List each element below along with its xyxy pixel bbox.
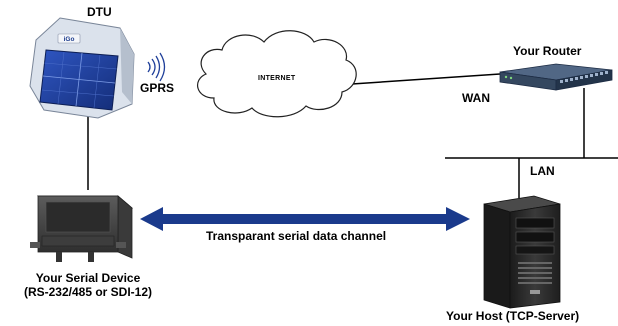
internet-to-router-line <box>351 73 501 85</box>
serial-device-label-line1: Your Serial Device <box>35 271 141 285</box>
dtu-label: DTU <box>87 5 112 19</box>
tower-pc-icon <box>483 195 561 309</box>
wireless-signal-icon <box>147 52 166 82</box>
router-switch-icon <box>499 63 613 91</box>
serial-device-label-line2: (RS-232/485 or SDI-12) <box>23 284 153 299</box>
cloud-icon <box>197 30 357 118</box>
transparent-serial-channel-arrow <box>140 207 470 231</box>
internet-label: INTERNET <box>258 75 296 82</box>
dtu-solar-unit-icon: iGo <box>29 17 135 119</box>
lan-label: LAN <box>530 164 555 178</box>
dtu-brand-text: iGo <box>64 36 75 43</box>
host-label: Your Host (TCP-Server) <box>446 309 580 323</box>
channel-label: Transparant serial data channel <box>206 229 387 243</box>
wan-label: WAN <box>462 91 490 105</box>
serial-device-enclosure-icon <box>30 195 134 262</box>
router-label: Your Router <box>513 44 582 58</box>
serial-device-label: Your Serial Device (RS-232/485 or SDI-12… <box>0 271 176 300</box>
gprs-label: GPRS <box>140 81 175 95</box>
